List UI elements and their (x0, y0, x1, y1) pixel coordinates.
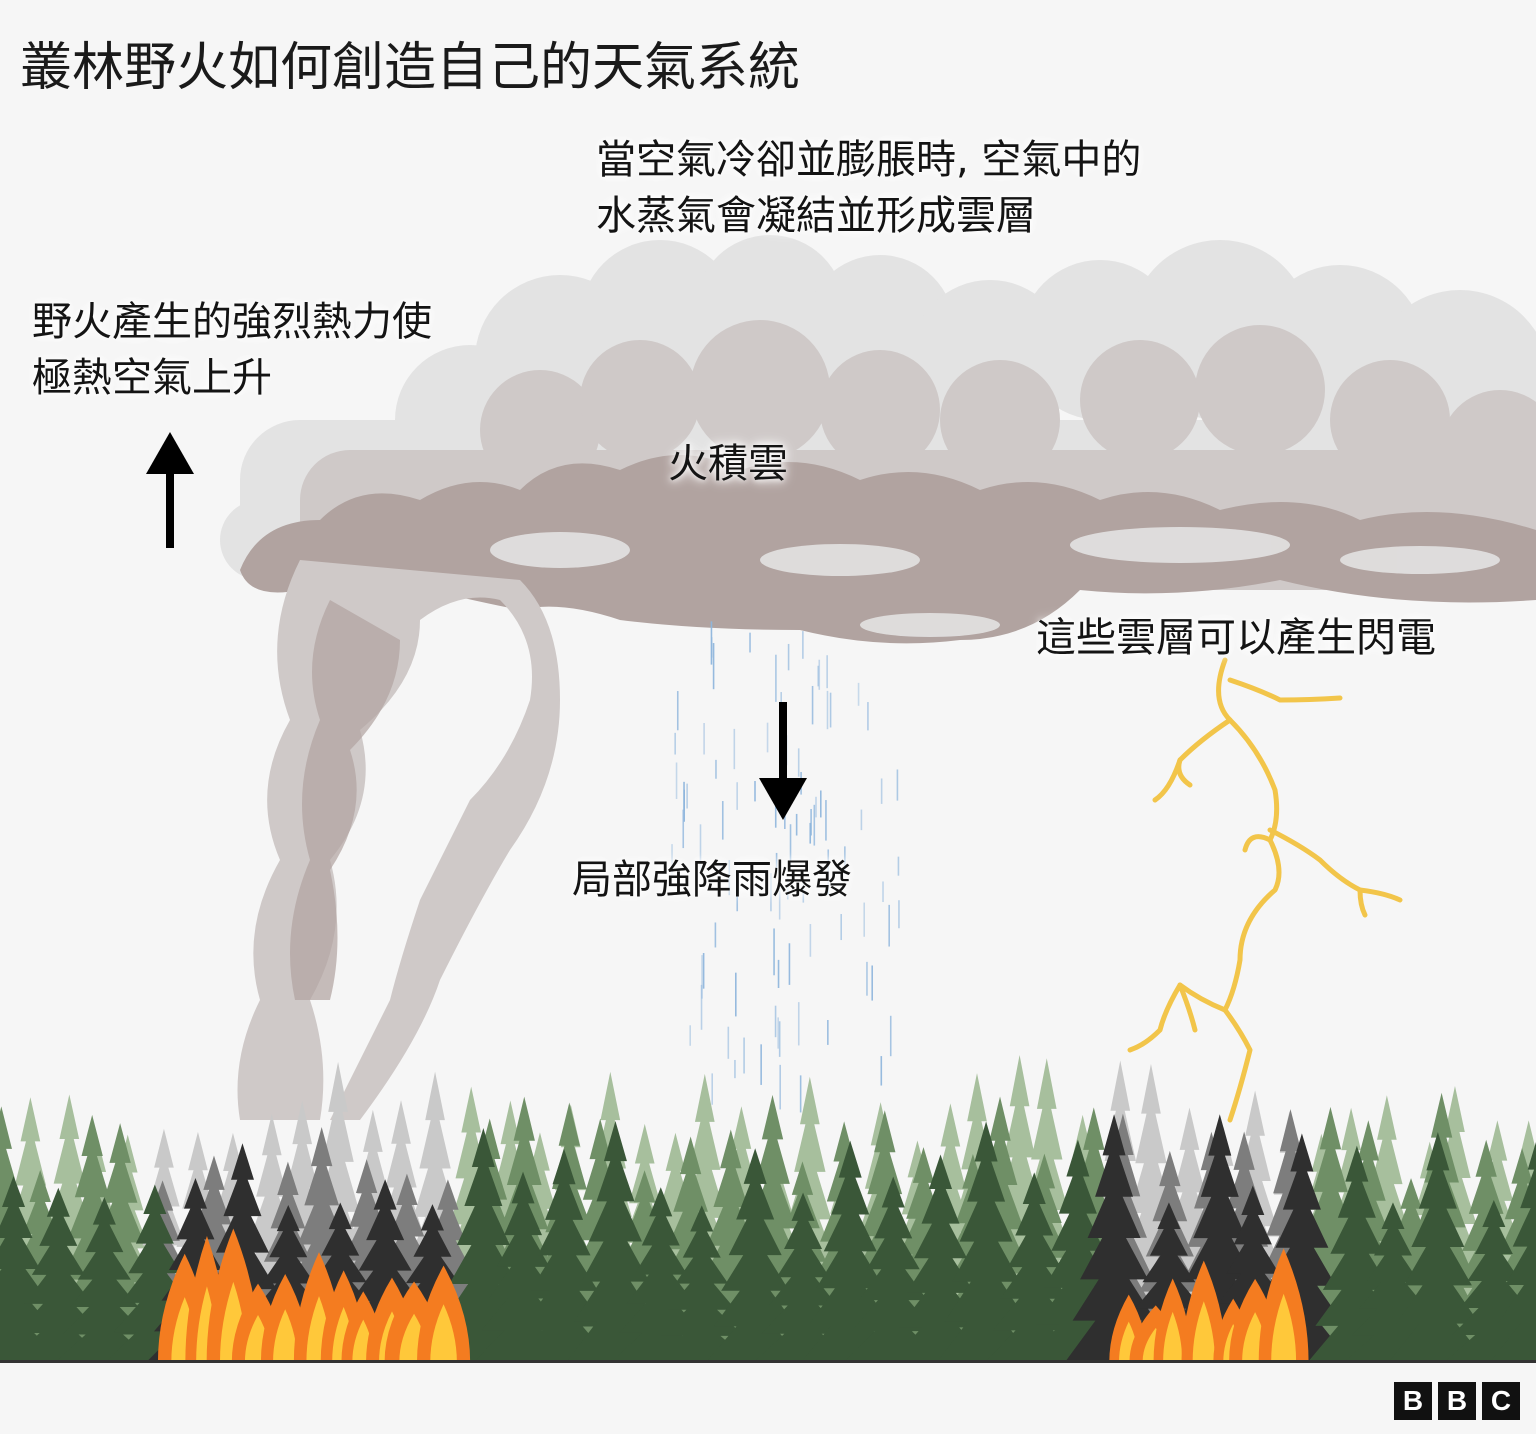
pine-tree (0, 1175, 63, 1362)
rising-line-2: 極熱空氣上升 (32, 355, 272, 401)
smoke-column (237, 560, 560, 1120)
logo-letter-c: C (1482, 1382, 1520, 1420)
rising-line-1: 野火產生的強烈熱力使 (32, 299, 432, 345)
flame-inner (1192, 1301, 1215, 1362)
flame-inner (430, 1304, 457, 1362)
flame-inner (1163, 1311, 1183, 1362)
condensation-line-1: 當空氣冷卻並膨脹時, 空氣中的 (596, 137, 1142, 183)
condensation-annotation: 當空氣冷卻並膨脹時, 空氣中的 水蒸氣會凝結並形成雲層 (596, 132, 1141, 244)
rain-annotation: 局部強降雨爆發 (572, 857, 852, 903)
page-title: 叢林野火如何創造自己的天氣系統 (20, 38, 801, 98)
flame-inner (1271, 1293, 1297, 1362)
fire-flames (157, 1228, 1309, 1362)
rising-air-annotation: 野火產生的強烈熱力使 極熱空氣上升 (32, 294, 432, 406)
logo-letter-b1: B (1394, 1382, 1432, 1420)
logo-letter-b2: B (1438, 1382, 1476, 1420)
ground-line (0, 1360, 1536, 1363)
forest (0, 1055, 1536, 1362)
lightning-annotation: 這些雲層可以產生閃電 (1036, 615, 1436, 661)
pine-tree (1065, 1114, 1164, 1362)
pine-tree (937, 1121, 1036, 1362)
pine-tree (1388, 1132, 1487, 1362)
rain-arrow (759, 702, 807, 820)
rising-air-arrow (146, 432, 194, 548)
rain-streaks (671, 621, 900, 1113)
lightning-bolt (1127, 657, 1403, 1123)
condensation-line-2: 水蒸氣會凝結並形成雲層 (596, 193, 1036, 239)
bbc-logo: B B C (1394, 1382, 1520, 1420)
flame-inner (273, 1309, 298, 1362)
cloud-highlights (490, 527, 1500, 637)
cloud-name-label: 火積雲 (668, 441, 788, 487)
pine-tree (1490, 1141, 1536, 1362)
pine-tree (706, 1148, 805, 1362)
